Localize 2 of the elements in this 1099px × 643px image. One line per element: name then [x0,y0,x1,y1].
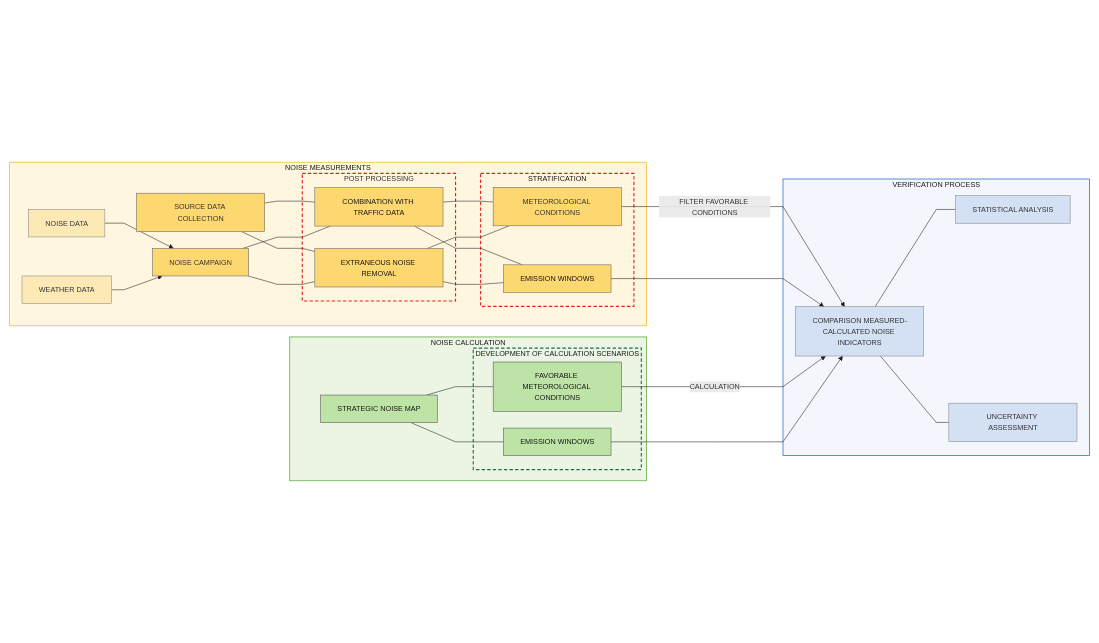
connector [241,231,316,252]
connector [410,422,504,443]
